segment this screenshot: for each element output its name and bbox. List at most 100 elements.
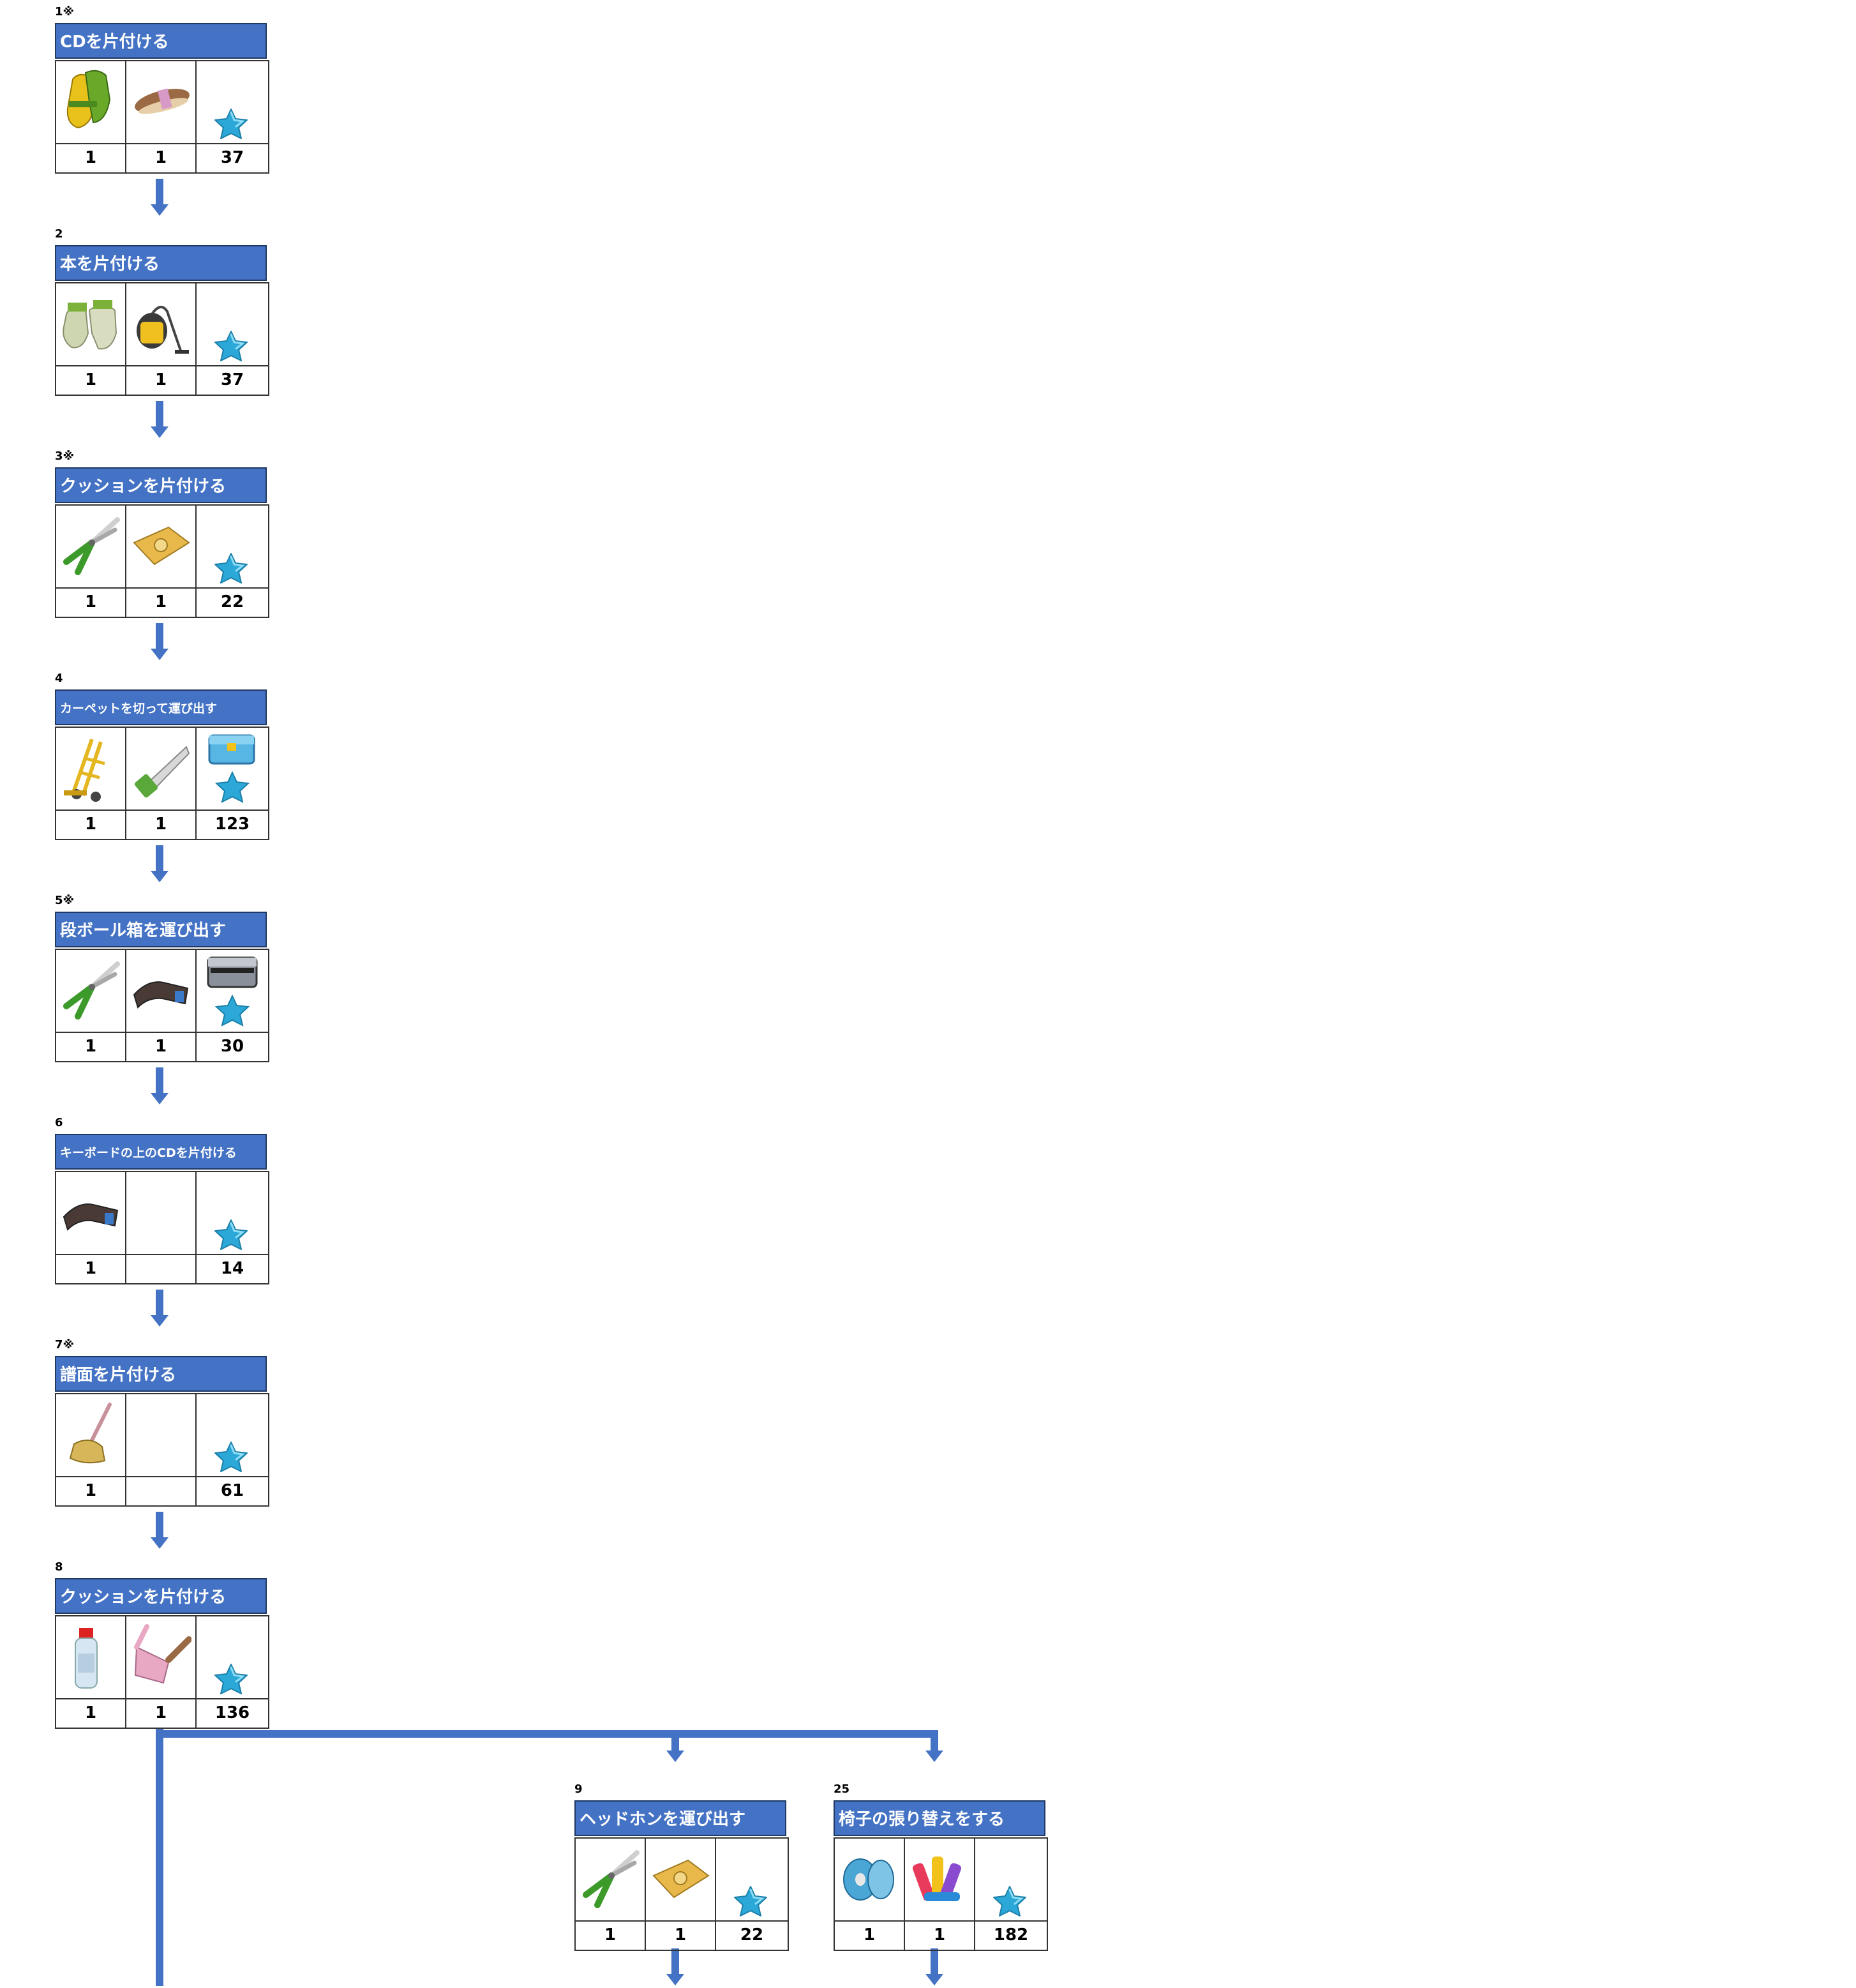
flow-arrow <box>148 1067 171 1107</box>
cloth-bag-icon <box>130 511 191 581</box>
branch-trunk-line <box>156 1728 163 1986</box>
item-cell <box>126 1616 197 1698</box>
flow-arrow <box>923 1948 946 1988</box>
step-number: 7※ <box>55 1338 75 1352</box>
item-quantity: 1 <box>126 365 197 395</box>
item-cell <box>56 283 126 365</box>
task-title: 譜面を片付ける <box>55 1356 267 1392</box>
item-quantity: 37 <box>197 143 268 172</box>
item-cell <box>126 283 197 365</box>
step-number: 6 <box>55 1116 63 1129</box>
saw-icon <box>130 733 191 803</box>
silver-chest-gem-icon <box>197 950 268 1032</box>
item-quantity: 1 <box>646 1920 716 1950</box>
gem-icon <box>213 552 249 585</box>
item-quantity: 136 <box>197 1698 268 1728</box>
vacuum-cleaner-icon <box>130 289 191 359</box>
branch-arrow <box>664 1734 687 1765</box>
item-cell <box>197 1394 268 1476</box>
cloth-bag-icon <box>650 1844 711 1914</box>
item-quantity: 1 <box>835 1920 905 1950</box>
item-cell <box>197 1616 268 1698</box>
task-card: 譜面を片付ける 1 61 <box>55 1356 269 1507</box>
rubber-gloves-icon <box>60 66 121 137</box>
spray-bottle-icon <box>60 1622 121 1692</box>
item-quantity: 22 <box>716 1920 788 1950</box>
step-number: 3※ <box>55 449 75 463</box>
item-quantity: 1 <box>126 587 197 617</box>
item-cell <box>56 1394 126 1476</box>
step-number: 25 <box>834 1782 850 1796</box>
item-quantity: 1 <box>56 810 126 839</box>
task-title: クッションを片付ける <box>55 467 267 503</box>
item-cell <box>576 1839 646 1920</box>
item-quantity <box>126 1254 197 1283</box>
item-cell <box>126 506 197 587</box>
flow-arrow <box>148 623 171 663</box>
flow-arrow <box>148 401 171 441</box>
item-cell <box>716 1839 788 1920</box>
item-quantity <box>126 1476 197 1505</box>
item-cell <box>56 728 126 810</box>
item-quantity: 1 <box>56 365 126 395</box>
step-number: 8 <box>55 1560 63 1574</box>
item-cell <box>56 61 126 143</box>
gem-icon <box>213 1662 249 1696</box>
item-quantity: 1 <box>126 1698 197 1728</box>
step-number: 9 <box>574 1782 583 1796</box>
item-quantity: 1 <box>56 1698 126 1728</box>
item-quantity: 1 <box>56 1476 126 1505</box>
item-quantity: 1 <box>56 1032 126 1061</box>
item-quantity: 1 <box>126 810 197 839</box>
task-title: クッションを片付ける <box>55 1578 267 1614</box>
flow-arrow <box>148 179 171 218</box>
flow-arrow <box>148 1290 171 1329</box>
mop-icon <box>60 1399 121 1470</box>
gem-icon <box>213 1440 249 1473</box>
leather-belt-icon <box>130 955 191 1025</box>
item-cell <box>126 61 197 143</box>
item-cell <box>126 1172 197 1254</box>
flow-arrow <box>148 1512 171 1551</box>
step-number: 1※ <box>55 5 75 19</box>
item-quantity: 61 <box>197 1476 268 1505</box>
flow-arrow <box>664 1948 687 1988</box>
task-title: 本を片付ける <box>55 245 267 281</box>
step-number: 4 <box>55 672 63 685</box>
dustpan-icon <box>130 1622 192 1692</box>
task-title: 段ボール箱を運び出す <box>55 912 267 947</box>
gem-icon <box>213 329 249 363</box>
item-quantity: 30 <box>197 1032 268 1061</box>
item-cell <box>197 61 268 143</box>
step-number: 5※ <box>55 894 75 907</box>
item-quantity: 1 <box>126 143 197 172</box>
item-cell <box>197 1172 268 1254</box>
item-quantity: 1 <box>905 1920 975 1950</box>
flow-arrow <box>148 845 171 885</box>
item-cell <box>56 950 126 1032</box>
item-cell <box>905 1839 975 1920</box>
gem-icon <box>992 1885 1028 1918</box>
step-number: 2 <box>55 227 63 241</box>
task-title: ヘッドホンを運び出す <box>574 1800 786 1836</box>
item-quantity: 1 <box>56 1254 126 1283</box>
item-quantity: 22 <box>197 587 268 617</box>
item-cell <box>126 950 197 1032</box>
item-cell <box>126 728 197 810</box>
pruning-shears-icon <box>580 1844 641 1914</box>
branch-arrow <box>923 1734 946 1765</box>
item-cell <box>56 506 126 587</box>
